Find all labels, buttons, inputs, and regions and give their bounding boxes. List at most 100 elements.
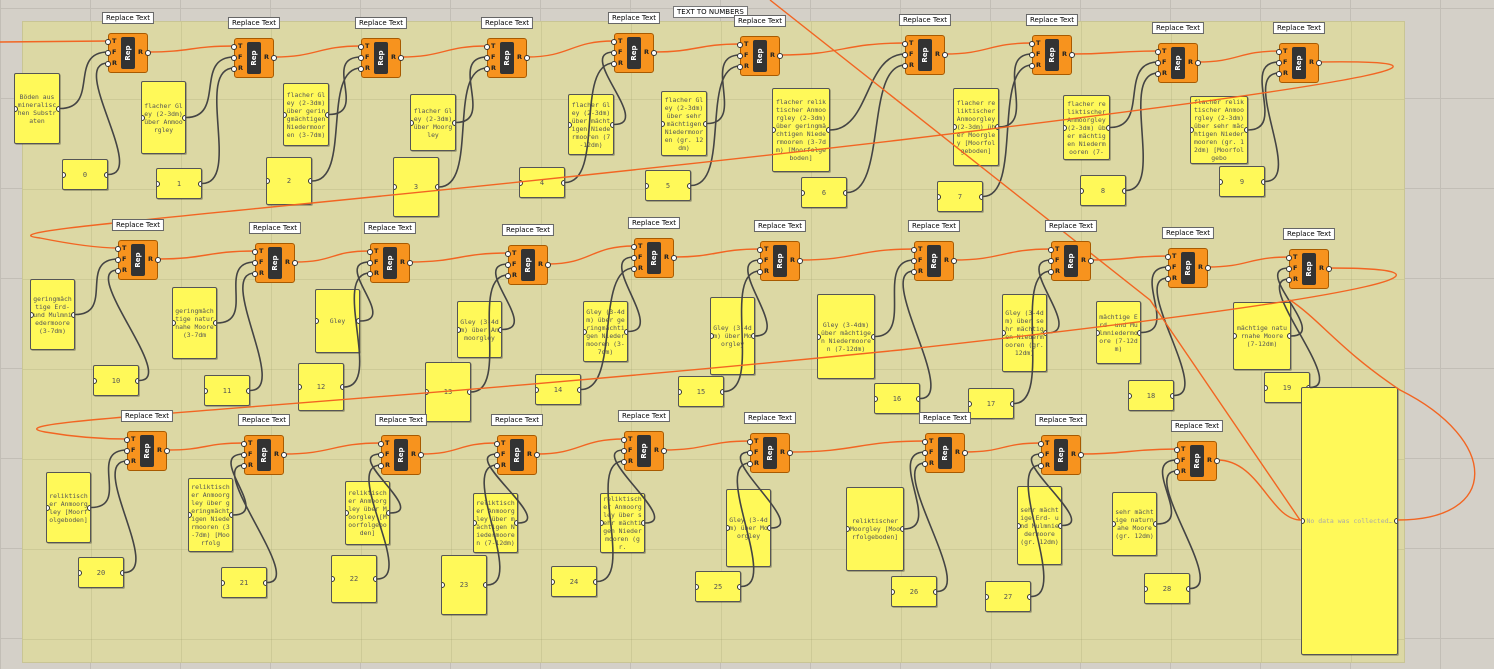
panel-output-grip[interactable] — [498, 326, 501, 333]
text-panel[interactable]: flacher Gley (2-3dm) über sehr mächtigen… — [661, 91, 707, 156]
panel-input-grip[interactable] — [284, 111, 287, 118]
input-grip[interactable] — [757, 269, 763, 275]
output-grip[interactable] — [1195, 60, 1201, 66]
panel-input-grip[interactable] — [1113, 521, 1116, 527]
panel-output-grip[interactable] — [308, 178, 311, 184]
input-grip[interactable] — [747, 450, 753, 456]
output-panel[interactable]: No data was collected… — [1301, 387, 1398, 655]
input-grip[interactable] — [737, 64, 743, 70]
panel-output-grip[interactable] — [916, 395, 919, 402]
panel-input-grip[interactable] — [394, 184, 397, 190]
input-grip[interactable] — [611, 50, 617, 56]
number-panel[interactable]: 22 — [331, 555, 377, 603]
panel-output-grip[interactable] — [104, 171, 107, 178]
output-grip[interactable] — [1088, 258, 1094, 264]
input-grip[interactable] — [1038, 463, 1044, 469]
input-grip[interactable] — [911, 269, 917, 275]
panel-output-grip[interactable] — [340, 384, 343, 390]
number-panel[interactable]: 9 — [1219, 166, 1265, 197]
panel-input-grip[interactable] — [986, 593, 989, 600]
number-panel[interactable]: 24 — [551, 566, 597, 597]
panel-input-grip[interactable] — [157, 180, 160, 187]
input-grip[interactable] — [1165, 265, 1171, 271]
text-panel[interactable]: flacher Gley (2-3dm) über Moorgley — [410, 94, 456, 151]
output-grip[interactable] — [1326, 266, 1332, 272]
output-grip[interactable] — [1078, 452, 1084, 458]
input-grip[interactable] — [1286, 266, 1292, 272]
panel-input-grip[interactable] — [332, 576, 335, 582]
panel-output-grip[interactable] — [641, 520, 644, 526]
text-panel[interactable]: reliktischer Moorgley [Moorfolgeboden] — [846, 487, 904, 571]
output-grip[interactable] — [777, 53, 783, 59]
input-grip[interactable] — [484, 44, 490, 50]
output-grip[interactable] — [787, 450, 793, 456]
input-grip[interactable] — [358, 55, 364, 61]
input-grip[interactable] — [124, 459, 130, 465]
input-grip[interactable] — [1048, 258, 1054, 264]
input-grip[interactable] — [1038, 452, 1044, 458]
panel-input-grip[interactable] — [15, 105, 18, 112]
input-grip[interactable] — [1276, 49, 1282, 55]
panel-input-grip[interactable] — [662, 120, 665, 127]
input-grip[interactable] — [484, 55, 490, 61]
input-grip[interactable] — [378, 452, 384, 458]
input-grip[interactable] — [105, 50, 111, 56]
panel-output-grip[interactable] — [263, 579, 266, 586]
output-grip[interactable] — [292, 260, 298, 266]
panel-output-grip[interactable] — [593, 578, 596, 585]
panel-output-grip[interactable] — [386, 510, 389, 516]
text-panel[interactable]: flacher reliktischer Anmoorgley (2-3dm) … — [1063, 95, 1110, 160]
input-grip[interactable] — [367, 260, 373, 266]
panel-input-grip[interactable] — [646, 182, 649, 189]
output-grip[interactable] — [962, 450, 968, 456]
input-grip[interactable] — [241, 441, 247, 447]
input-grip[interactable] — [115, 246, 121, 252]
panel-output-grip[interactable] — [435, 184, 438, 190]
panel-input-grip[interactable] — [474, 520, 477, 526]
input-grip[interactable] — [231, 55, 237, 61]
panel-input-grip[interactable] — [458, 326, 461, 333]
number-panel[interactable]: 25 — [695, 571, 741, 602]
input-grip[interactable] — [231, 66, 237, 72]
panel-output-grip[interactable] — [1170, 392, 1173, 399]
panel-input-grip[interactable] — [1081, 187, 1084, 194]
number-panel[interactable]: 20 — [78, 557, 124, 588]
input-grip[interactable] — [631, 244, 637, 250]
panel-output-grip[interactable] — [900, 526, 903, 532]
input-grip[interactable] — [611, 61, 617, 67]
panel-output-grip[interactable] — [979, 193, 982, 200]
number-panel[interactable]: 27 — [985, 581, 1031, 612]
input-grip[interactable] — [124, 437, 130, 443]
input-grip[interactable] — [115, 257, 121, 263]
input-grip[interactable] — [1174, 447, 1180, 453]
panel-output-grip[interactable] — [514, 520, 517, 526]
panel-input-grip[interactable] — [1265, 384, 1268, 391]
panel-output-grip[interactable] — [687, 182, 690, 189]
number-panel[interactable]: 4 — [519, 167, 565, 198]
panel-input-grip[interactable] — [1018, 522, 1021, 529]
input-grip[interactable] — [631, 266, 637, 272]
text-panel[interactable]: mächtige Erd- und Mulmniedermoore (7-12d… — [1096, 301, 1141, 364]
panel-input-grip[interactable] — [1064, 124, 1067, 131]
input-grip[interactable] — [241, 463, 247, 469]
panel-output-grip[interactable] — [1137, 329, 1140, 336]
input-grip[interactable] — [902, 52, 908, 58]
panel-input-grip[interactable] — [189, 512, 192, 518]
panel-output-grip[interactable] — [703, 120, 706, 127]
text-panel[interactable]: Gley (3-4dm) über Anmoorgley — [457, 301, 502, 358]
number-panel[interactable]: 21 — [221, 567, 267, 598]
panel-output-grip[interactable] — [1027, 593, 1030, 600]
text-panel[interactable]: reliktischer Anmoorgley über sehr mächti… — [600, 493, 645, 553]
text-panel[interactable]: Gley — [315, 289, 360, 353]
text-panel[interactable]: Gley (3-4dm) über sehr mächtigen Niederm… — [1002, 294, 1047, 372]
input-grip[interactable] — [1174, 458, 1180, 464]
